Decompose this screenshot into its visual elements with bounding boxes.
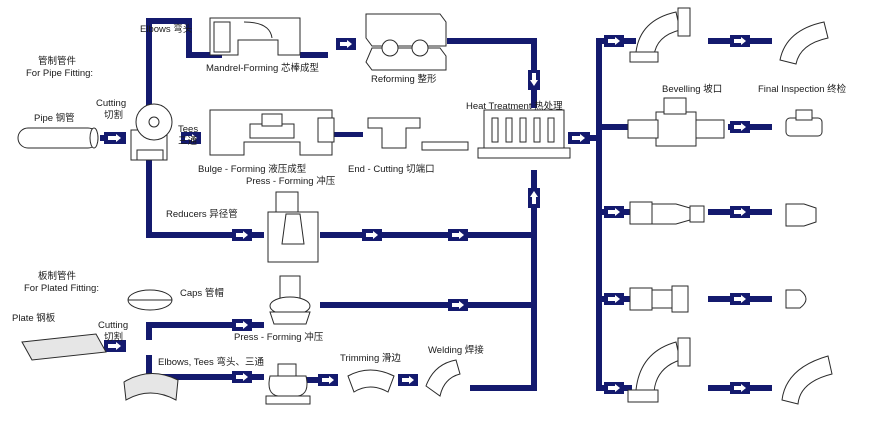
arrow-final-4 (730, 293, 750, 305)
label-reforming: Reforming 整形 (371, 74, 437, 85)
label-welding: Welding 焊接 (428, 345, 484, 356)
label-elbows-top: Elbows 弯头 (140, 24, 193, 35)
final-tee-drawing (785, 109, 823, 137)
label-press-forming-bottom: Press - Forming 冲压 (234, 332, 324, 343)
arrow-into-heat-treatment (528, 70, 540, 90)
arrow-caps-in (232, 319, 252, 331)
trimmed-elbow-drawing (347, 369, 395, 393)
final-reducer-drawing (785, 203, 817, 227)
final-elbow-drawing (779, 21, 829, 65)
arrow-final-2 (730, 121, 750, 133)
arrow-plate-to-cutting (104, 340, 126, 352)
label-reducers: Reducers 异径管 (166, 209, 238, 220)
label-caps: Caps 管帽 (180, 288, 224, 299)
label-heat-treatment: Heat Treatment 热处理 (466, 101, 563, 112)
bevelling-reducer-drawing (629, 201, 705, 225)
label-tees-en: Tees (178, 124, 199, 135)
arrow-reducers-in (232, 229, 252, 241)
arrow-caps-out (448, 299, 468, 311)
bulge-forming-machine-drawing (209, 109, 335, 156)
arrow-to-welding (398, 374, 418, 386)
cap-blank-drawing (127, 289, 173, 311)
label-elbows-tees-bottom: Elbows, Tees 弯头、三通 (158, 357, 264, 368)
arrow-to-trimming (318, 374, 338, 386)
label-final-inspection: Final Inspection 终检 (758, 84, 847, 95)
plate-stock-drawing (21, 333, 107, 361)
label-plate: Plate 钢板 (12, 313, 56, 324)
plated-fitting-header-en: For Plated Fitting: (24, 283, 99, 294)
label-cutting-top-en: Cutting (96, 98, 127, 109)
arrow-elbows-bottom-in (232, 371, 252, 383)
label-cutting-bottom-cn: 切割 (104, 332, 124, 343)
label-mandrel-forming: Mandrel-Forming 芯棒成型 (206, 63, 319, 74)
label-pipe: Pipe 钢管 (34, 113, 75, 124)
end-cutting-drawing (367, 117, 469, 151)
cap-press-drawing (269, 275, 311, 325)
label-end-cutting: End - Cutting 切端口 (348, 164, 435, 175)
arrow-bus-3 (604, 206, 624, 218)
arrow-heat-treatment-out (568, 132, 590, 144)
label-cutting-top-cn: 切割 (104, 110, 124, 121)
bevelling-large-elbow-drawing (627, 337, 691, 403)
final-large-elbow-drawing (781, 355, 833, 405)
pipe-fitting-header-cn: 管制管件 (38, 56, 77, 67)
flow-arrows (104, 35, 750, 394)
pipe-fitting-header-en: For Pipe Fitting: (26, 68, 94, 79)
elbow-blank-drawing (123, 373, 179, 401)
final-cap-drawing (785, 289, 807, 309)
label-bulge-forming: Bulge - Forming 液压成型 (198, 164, 307, 175)
reforming-die-drawing (365, 13, 447, 71)
label-press-forming-top: Press - Forming 冲压 (246, 176, 336, 187)
arrow-bus-1 (604, 35, 624, 47)
label-cutting-bottom-en: Cutting (98, 320, 129, 331)
heat-treatment-furnace-drawing (477, 109, 571, 159)
arrow-final-1 (730, 35, 750, 47)
cutting-saw-drawing (130, 103, 173, 161)
arrow-final-3 (730, 206, 750, 218)
label-trimming: Trimming 滑边 (340, 353, 401, 364)
arrow-bus-5 (604, 382, 624, 394)
bevelling-cap-drawing (629, 285, 689, 313)
elbow-press-drawing (265, 363, 311, 405)
arrow-up-to-heat-treatment (528, 188, 540, 208)
pipe-stock-drawing (17, 127, 99, 149)
arrow-mandrel-to-reforming (336, 38, 356, 50)
welded-elbow-drawing (425, 359, 461, 397)
label-bevelling: Bevelling 坡口 (662, 84, 723, 95)
bevelling-elbow-drawing (629, 7, 691, 63)
arrow-cutting-to-bulge (181, 132, 201, 144)
mandrel-forming-machine-drawing (209, 17, 301, 56)
reducer-press-drawing (267, 191, 319, 263)
arrow-final-5 (730, 382, 750, 394)
arrow-reducers-out-2 (448, 229, 468, 241)
arrow-pipe-to-cutting (104, 132, 126, 144)
label-tees-cn: 三通 (178, 136, 198, 147)
arrow-bus-4 (604, 293, 624, 305)
bevelling-tee-drawing (627, 97, 725, 147)
plated-fitting-header-cn: 板制管件 (38, 271, 77, 282)
arrow-reducers-out (362, 229, 382, 241)
